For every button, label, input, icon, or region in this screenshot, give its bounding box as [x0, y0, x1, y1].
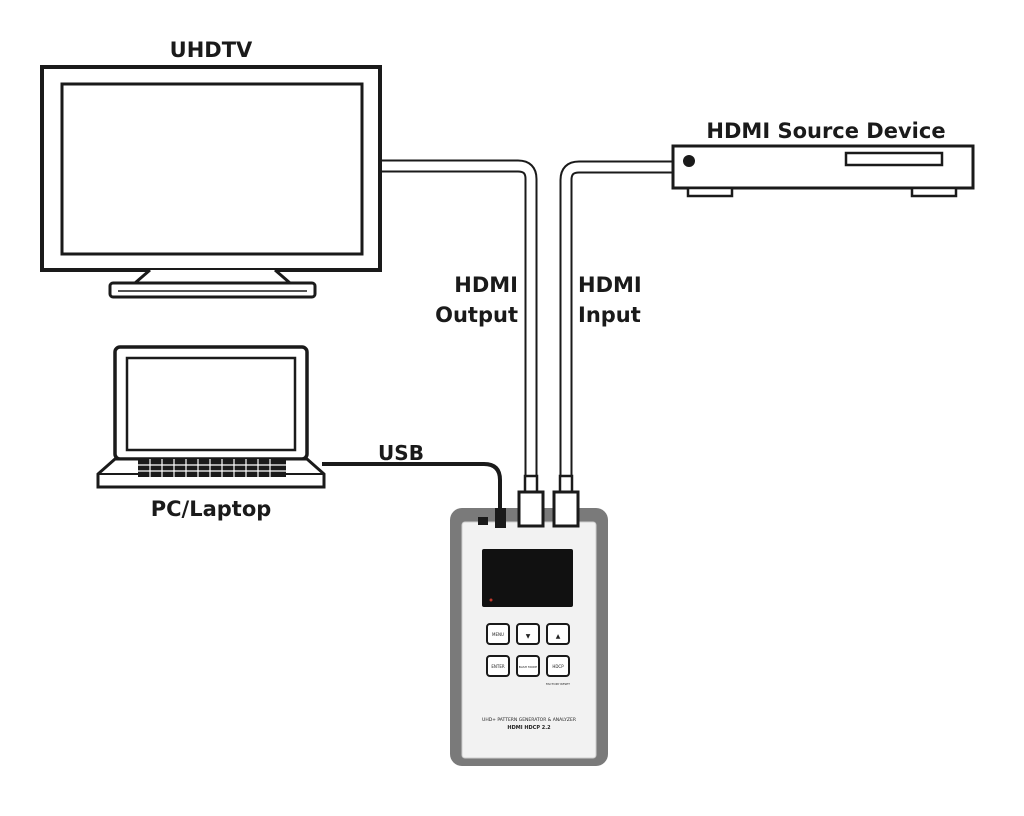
hdmi-input-label-line2: Input: [578, 303, 641, 327]
pc-laptop-label: PC/Laptop: [151, 497, 272, 521]
product-line-text: UHD+ PATTERN GENERATOR & ANALYZER: [482, 717, 576, 723]
hdmi-output-cable: [380, 159, 538, 478]
hdmi-output-connector: [517, 474, 545, 528]
pc-laptop: [96, 345, 326, 489]
hdmi-output-label-line2: Output: [435, 303, 518, 327]
device-screen: [482, 549, 573, 607]
svg-text:▼: ▼: [526, 633, 531, 640]
bash-mode-button[interactable]: BASH MODE: [516, 655, 540, 677]
source-device-label: HDMI Source Device: [706, 119, 945, 143]
uhdtv-label: UHDTV: [170, 38, 253, 62]
factory-reset-label: FACTORY RESET: [546, 682, 570, 686]
usb-port: [478, 517, 488, 525]
uhdtv: [40, 65, 382, 299]
status-led-icon: [489, 598, 493, 602]
hdmi-output-label-line1: HDMI: [454, 273, 518, 297]
hdmi-input-cable: [559, 160, 680, 478]
brand-logo-text: HDMI HDCP 2.2: [507, 725, 551, 731]
hdmi-input-label-line1: HDMI: [578, 273, 642, 297]
hdcp-button[interactable]: HDCP: [546, 655, 570, 677]
pattern-generator-device: MENU ▼ ▲ ENTER BASH MODE HDCP FACTORY RE…: [450, 508, 608, 766]
keyboard: [138, 459, 286, 477]
power-led-icon: [683, 155, 695, 167]
menu-button[interactable]: MENU: [486, 623, 510, 645]
enter-button[interactable]: ENTER: [486, 655, 510, 677]
svg-text:BASH MODE: BASH MODE: [519, 665, 537, 669]
svg-text:HDCP: HDCP: [552, 664, 564, 669]
svg-text:ENTER: ENTER: [491, 664, 504, 669]
svg-text:▲: ▲: [556, 633, 561, 640]
up-button[interactable]: ▲: [546, 623, 570, 645]
down-button[interactable]: ▼: [516, 623, 540, 645]
usb-cable: [322, 462, 502, 512]
svg-text:MENU: MENU: [492, 632, 504, 637]
usb-label: USB: [378, 441, 424, 465]
usb-connector: [495, 508, 506, 528]
hdmi-input-connector: [552, 474, 580, 528]
hdmi-source-device: [671, 144, 975, 198]
